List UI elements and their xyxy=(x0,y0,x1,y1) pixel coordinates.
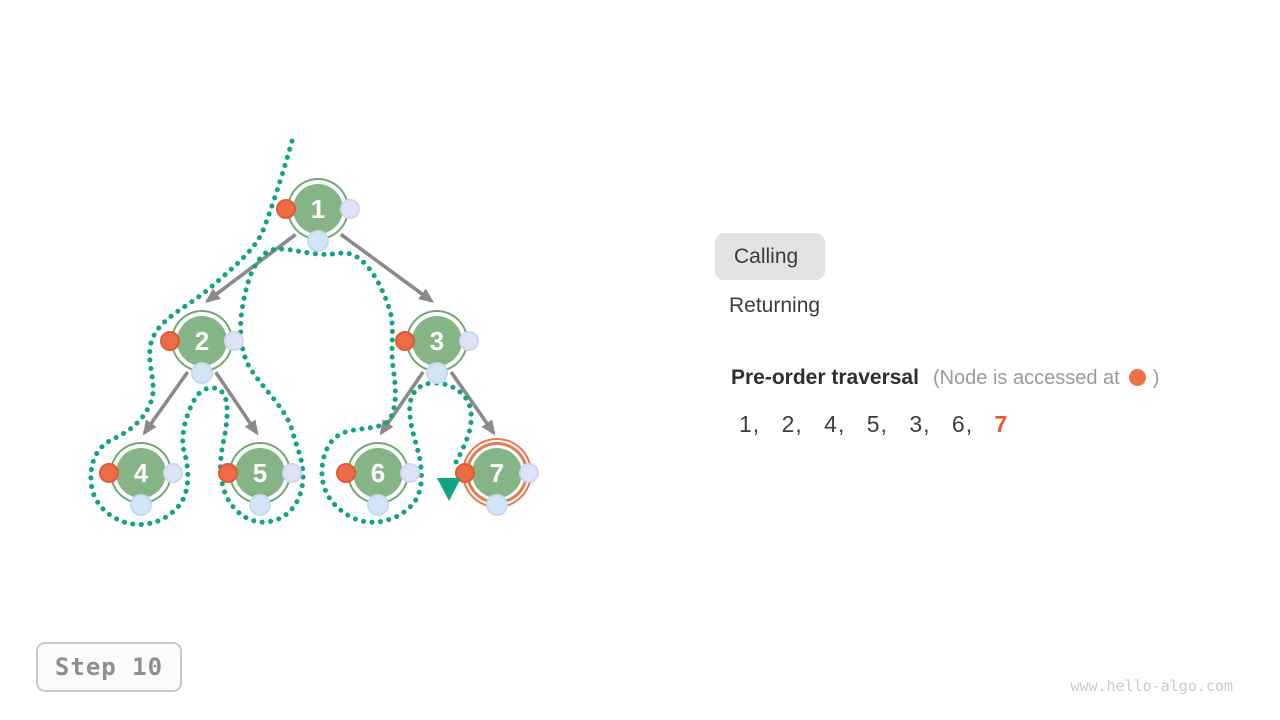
sequence-item: 2 xyxy=(782,411,803,437)
right-marker-dot xyxy=(282,463,302,483)
tree-edge xyxy=(214,371,259,436)
tree-node-3: 3 xyxy=(395,316,479,384)
tree-node-5: 5 xyxy=(218,448,302,516)
node-label: 1 xyxy=(310,194,326,224)
sequence-item: 6 xyxy=(952,411,973,437)
tree-node-7: 7 xyxy=(455,448,539,516)
tree-node-2: 2 xyxy=(160,316,244,384)
node-label: 2 xyxy=(194,326,210,356)
sequence-item: 4 xyxy=(824,411,845,437)
access-marker-dot xyxy=(336,463,356,483)
access-marker-dot xyxy=(395,331,415,351)
bottom-marker-dot xyxy=(426,362,448,384)
traversal-sequence: 1 2 4 5 3 6 7 xyxy=(739,411,1008,438)
access-marker-dot xyxy=(276,199,296,219)
sequence-item: 3 xyxy=(909,411,930,437)
tree-edges xyxy=(142,232,496,436)
bottom-marker-dot xyxy=(486,494,508,516)
sequence-item: 1 xyxy=(739,411,760,437)
bottom-marker-dot xyxy=(130,494,152,516)
node-label: 5 xyxy=(252,458,268,488)
node-label: 4 xyxy=(133,458,149,488)
tree-edge xyxy=(204,233,297,303)
bottom-marker-dot xyxy=(191,362,213,384)
returning-button[interactable]: Returning xyxy=(729,294,821,317)
sequence-current-item: 7 xyxy=(994,411,1009,437)
tree-edge xyxy=(449,370,496,436)
node-label: 6 xyxy=(370,458,386,488)
right-marker-dot xyxy=(163,463,183,483)
right-marker-dot xyxy=(459,331,479,351)
tree-edge xyxy=(142,370,190,436)
tree-node-6: 6 xyxy=(336,448,420,516)
node-label: 7 xyxy=(489,458,505,488)
step-indicator: Step 10 xyxy=(36,642,182,692)
node-label: 3 xyxy=(429,326,445,356)
right-marker-dot xyxy=(400,463,420,483)
access-dot-icon xyxy=(1128,368,1146,386)
traversal-note: (Node is accessed at) xyxy=(932,366,1160,389)
right-marker-dot xyxy=(519,463,539,483)
right-marker-dot xyxy=(340,199,360,219)
bottom-marker-dot xyxy=(367,494,389,516)
tree-node-1: 1 xyxy=(276,184,360,252)
access-marker-dot xyxy=(218,463,238,483)
tree-svg xyxy=(88,138,496,527)
tree-node-4: 4 xyxy=(99,448,183,516)
calling-button[interactable]: Calling xyxy=(715,233,825,280)
sequence-item: 5 xyxy=(867,411,888,437)
right-marker-dot xyxy=(224,331,244,351)
cursor-triangle-icon xyxy=(437,478,461,501)
traversal-title: Pre-order traversal xyxy=(731,366,919,389)
traversal-title-row: Pre-order traversal (Node is accessed at… xyxy=(731,366,1159,390)
access-marker-dot xyxy=(99,463,119,483)
access-marker-dot xyxy=(160,331,180,351)
bottom-marker-dot xyxy=(249,494,271,516)
watermark-url: www.hello-algo.com xyxy=(1070,677,1233,695)
bottom-marker-dot xyxy=(307,230,329,252)
tree-edge xyxy=(339,232,435,303)
